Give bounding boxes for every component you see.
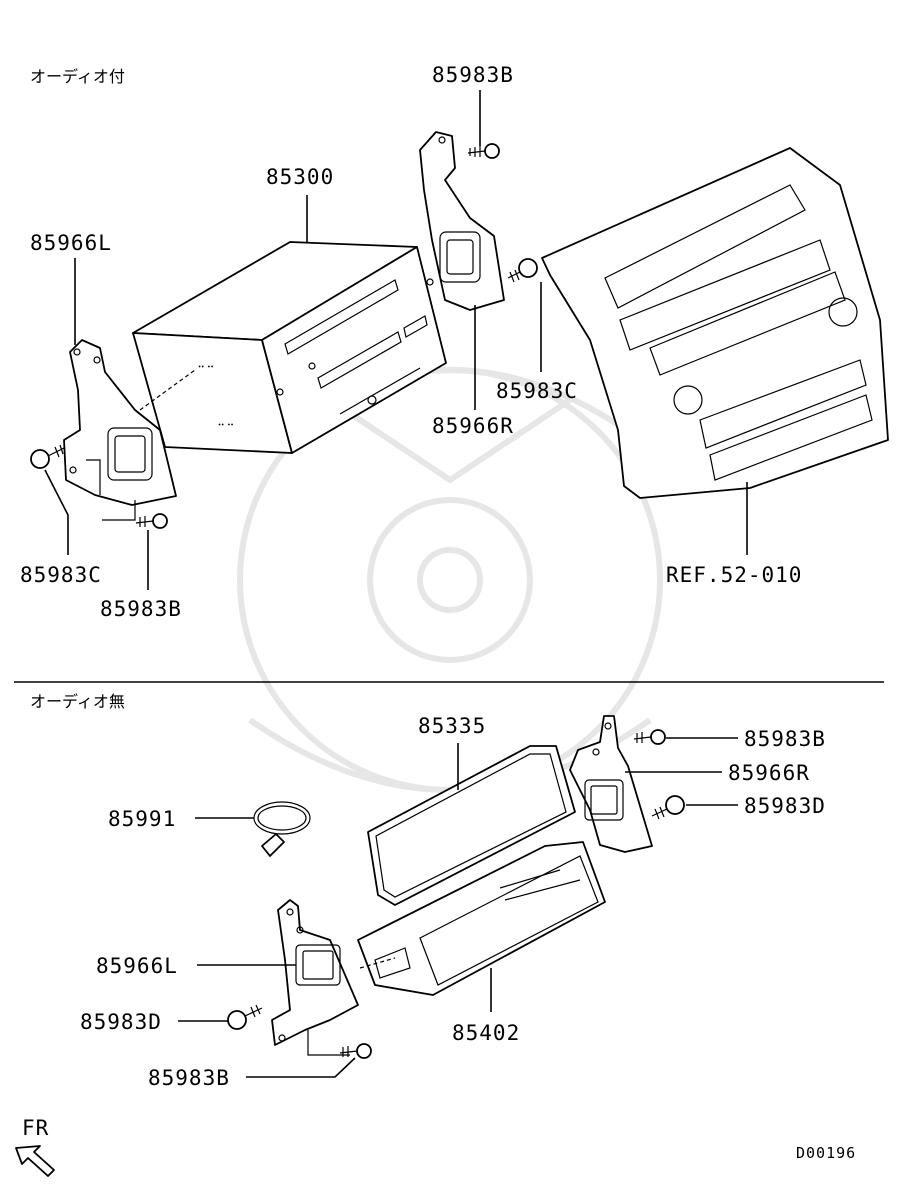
section-title-without-audio: オーディオ無 (30, 692, 125, 711)
label-85966R-upper: 85966R (432, 414, 514, 438)
label-ref-52-010: REF.52-010 (666, 563, 802, 587)
center-panel-ref-52-010 (541, 147, 889, 499)
label-85983C-upper-left: 85983C (20, 563, 102, 587)
front-direction-indicator: FR (15, 1116, 55, 1177)
leader-lines-lower (178, 737, 738, 1078)
screw-85983B-upper-top (467, 143, 500, 159)
label-85402: 85402 (452, 1021, 520, 1045)
label-85983D-lower-left: 85983D (80, 1010, 162, 1034)
label-85966R-lower: 85966R (728, 761, 810, 785)
svg-text:ꞏꞏ ꞏꞏ: ꞏꞏ ꞏꞏ (198, 362, 214, 373)
label-85983B-upper-bottom: 85983B (100, 597, 182, 621)
label-85983B-lower-bottom: 85983B (148, 1066, 230, 1090)
front-arrow-icon (15, 1145, 55, 1177)
label-85335: 85335 (418, 714, 486, 738)
bracket-85966L-lower (271, 899, 359, 1056)
leader-lines-upper (44, 90, 748, 590)
screw-85983B-lower-bottom (339, 1043, 372, 1059)
label-85983B-upper-top: 85983B (432, 63, 514, 87)
cover-85335 (367, 745, 576, 906)
section-title-with-audio: オーディオ付 (30, 67, 125, 86)
label-85983D-lower-right: 85983D (744, 794, 826, 818)
label-85991: 85991 (108, 807, 176, 831)
cable-tie-85991 (253, 801, 311, 857)
label-85966L-upper: 85966L (30, 231, 112, 255)
screw-85983C-upper-left (30, 444, 65, 469)
fr-label: FR (22, 1116, 49, 1140)
screw-85983D-lower-right (651, 795, 685, 820)
screw-85983B-lower-top (633, 729, 666, 745)
bracket-85966L-upper (63, 339, 177, 506)
screw-85983D-lower-left (227, 1004, 263, 1030)
label-85983C-upper-right: 85983C (496, 379, 578, 403)
svg-text:ꞏꞏ ꞏꞏ: ꞏꞏ ꞏꞏ (218, 420, 234, 431)
label-85966L-lower: 85966L (96, 954, 178, 978)
diagram-code: D00196 (796, 1144, 856, 1162)
label-85300: 85300 (266, 165, 334, 189)
screw-85983C-upper-right (507, 258, 538, 283)
bracket-85966R-lower (569, 715, 653, 853)
bracket-85966R-upper (419, 131, 505, 311)
label-85983B-lower-top: 85983B (744, 727, 826, 751)
pocket-85402 (357, 841, 606, 996)
audio-unit-85300: ꞏꞏ ꞏꞏ ꞏꞏ ꞏꞏ (132, 241, 447, 454)
screw-85983B-upper-bottom (135, 513, 168, 529)
